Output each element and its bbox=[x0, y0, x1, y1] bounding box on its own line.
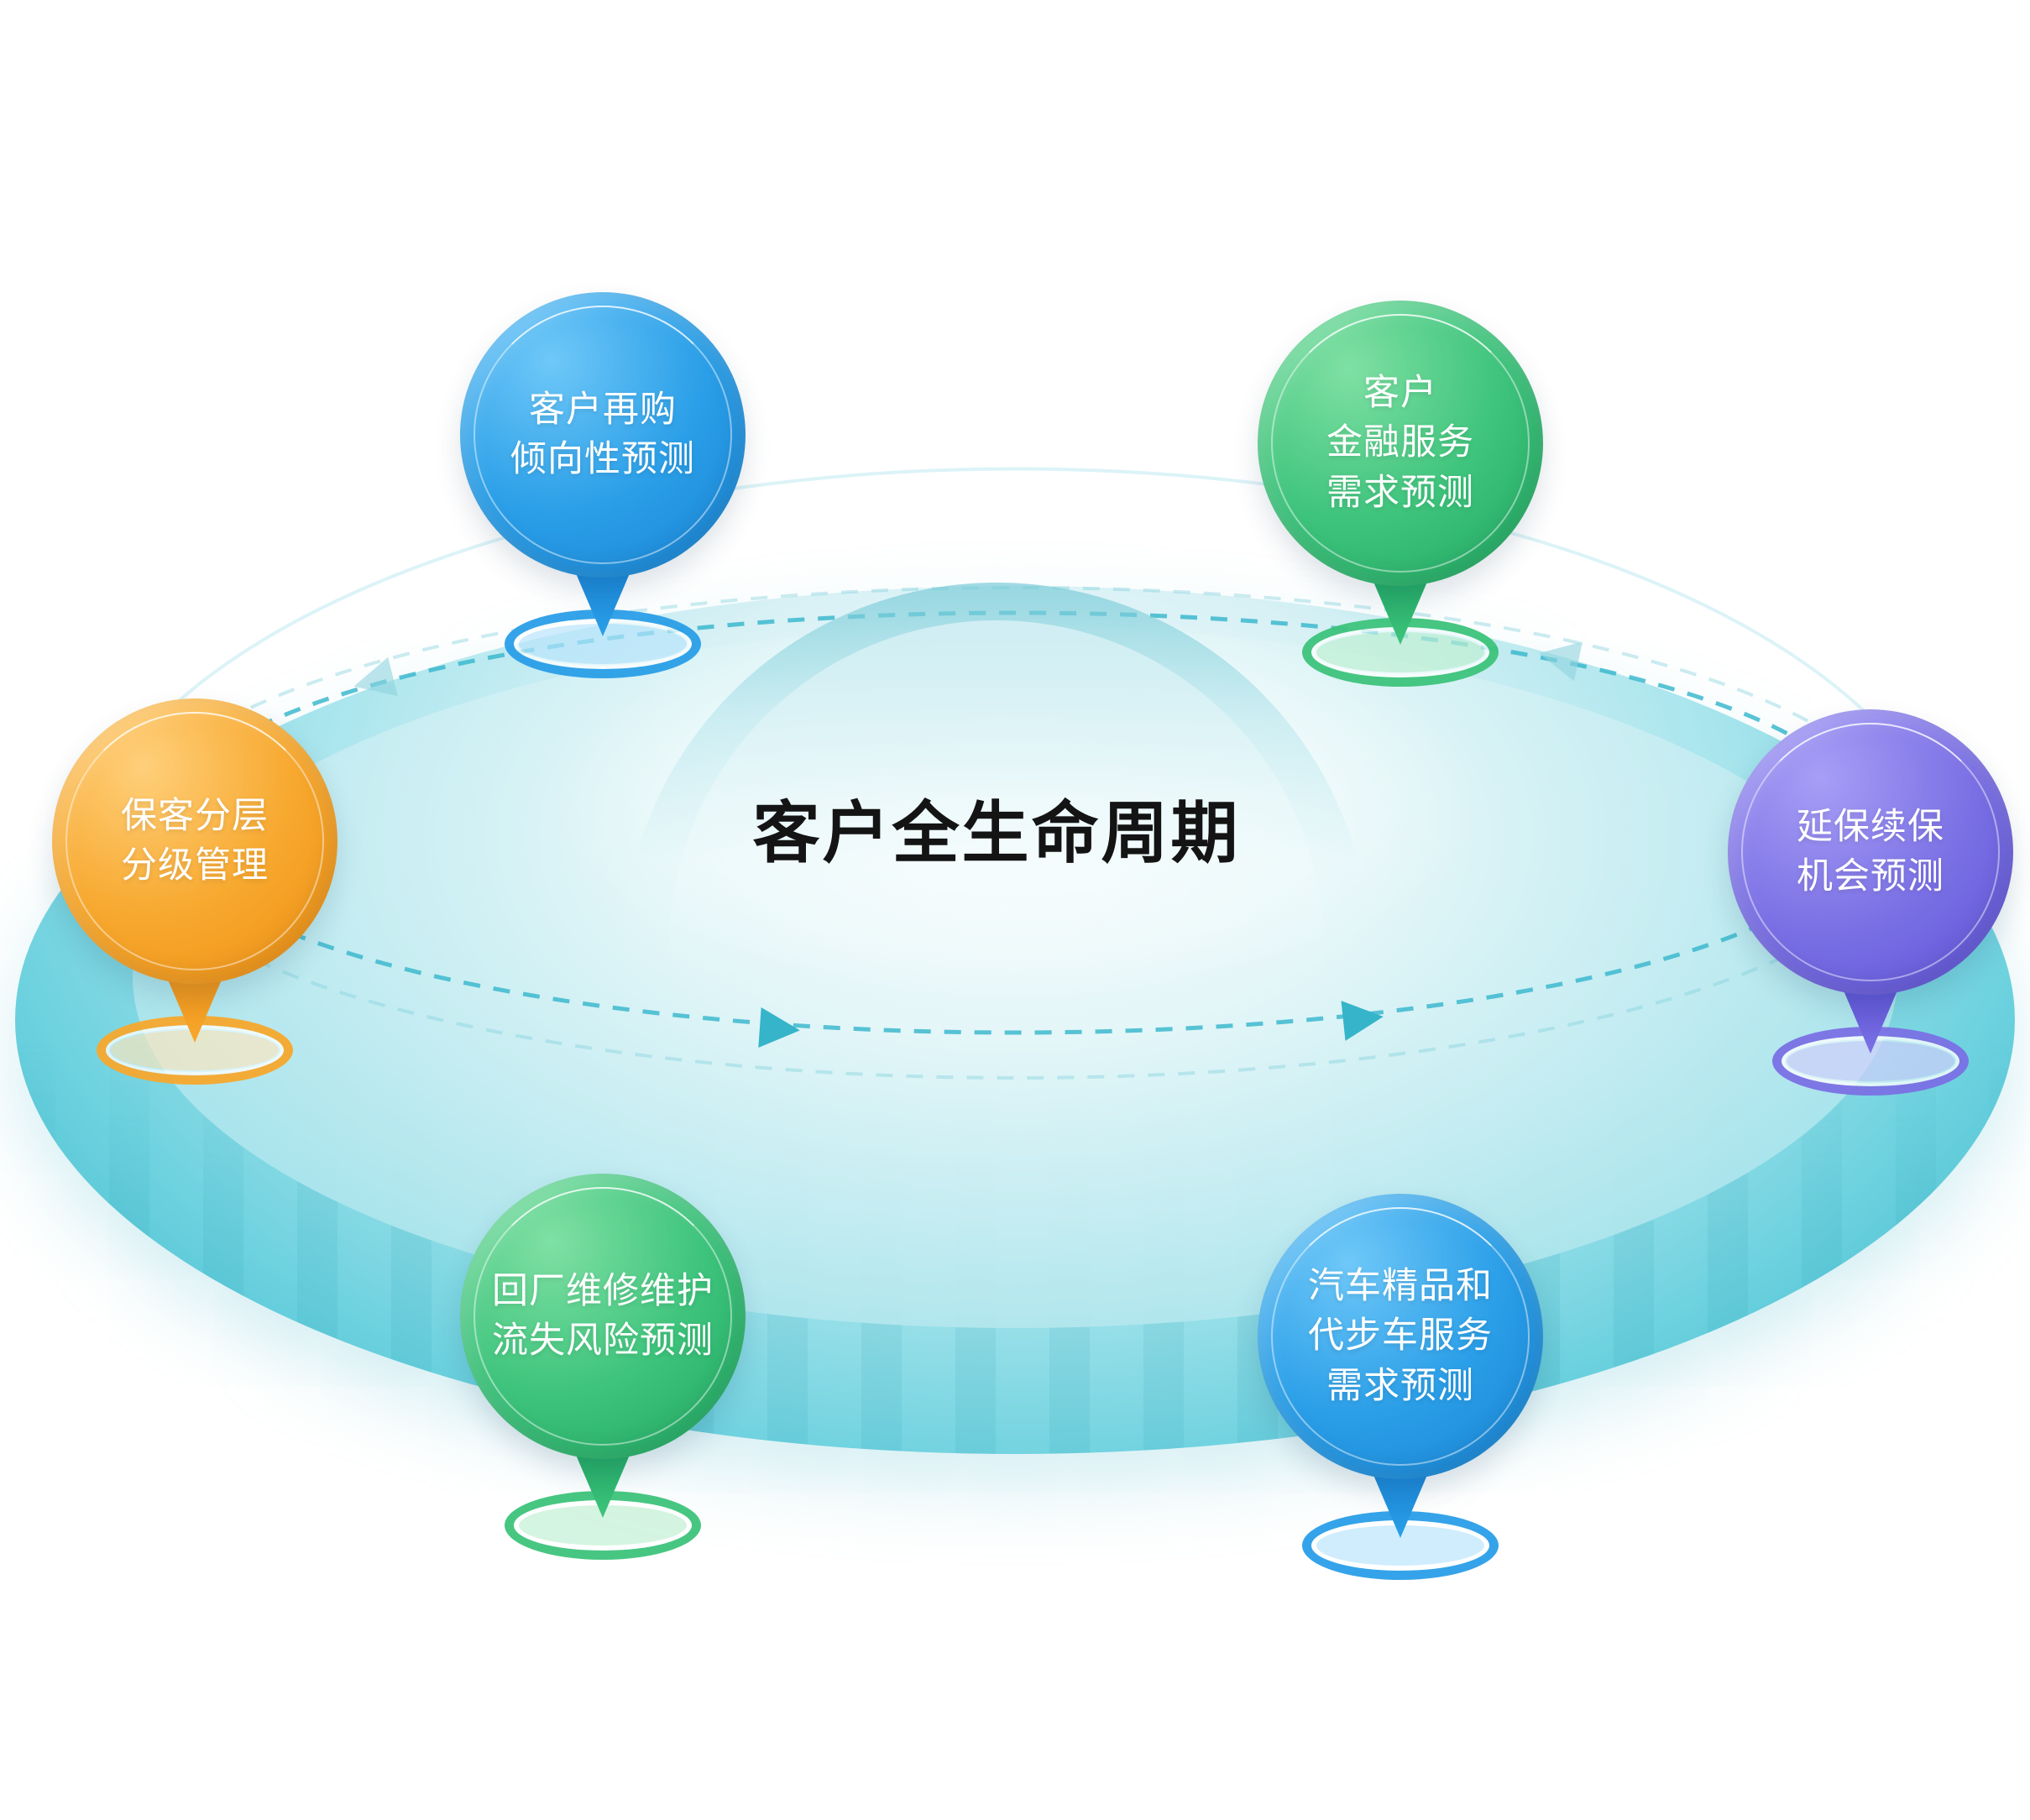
node-accessory-courtesy-car-demand: 汽车精品和 代步车服务 需求预测 bbox=[1258, 1194, 1543, 1580]
node-customer-tiering: 保客分层 分级管理 bbox=[52, 698, 337, 1085]
node-service-churn-risk: 回厂维修维护 流失风险预测 bbox=[460, 1174, 746, 1560]
flow-arrow-top-right bbox=[1539, 641, 1583, 682]
node-label: 客户再购 倾向性预测 bbox=[510, 389, 695, 479]
node-label: 延保续保 机会预测 bbox=[1797, 806, 1944, 897]
node-bubble: 回厂维修维护 流失风险预测 bbox=[460, 1174, 746, 1459]
flow-arrow-bottom-right bbox=[1341, 1001, 1384, 1041]
diagram-title: 客户全生命周期 bbox=[752, 796, 1241, 871]
node-finance-service-demand: 客户 金融服务 需求预测 bbox=[1258, 301, 1543, 687]
node-repurchase-propensity: 客户再购 倾向性预测 bbox=[460, 292, 746, 678]
node-warranty-renewal-opportunity: 延保续保 机会预测 bbox=[1728, 709, 2013, 1096]
node-label: 客户 金融服务 需求预测 bbox=[1326, 373, 1474, 513]
node-bubble: 客户 金融服务 需求预测 bbox=[1258, 301, 1543, 586]
node-label: 汽车精品和 代步车服务 需求预测 bbox=[1308, 1266, 1493, 1406]
flow-arrow-bottom-left bbox=[758, 1007, 800, 1048]
node-bubble: 汽车精品和 代步车服务 需求预测 bbox=[1258, 1194, 1543, 1479]
node-label: 回厂维修维护 流失风险预测 bbox=[492, 1270, 714, 1361]
node-label: 保客分层 分级管理 bbox=[121, 795, 269, 886]
outer-halo-arc bbox=[78, 467, 1954, 845]
node-bubble: 保客分层 分级管理 bbox=[52, 698, 337, 984]
node-bubble: 延保续保 机会预测 bbox=[1728, 709, 2013, 995]
node-bubble: 客户再购 倾向性预测 bbox=[460, 292, 746, 578]
flow-arrow-top-left bbox=[353, 656, 398, 697]
